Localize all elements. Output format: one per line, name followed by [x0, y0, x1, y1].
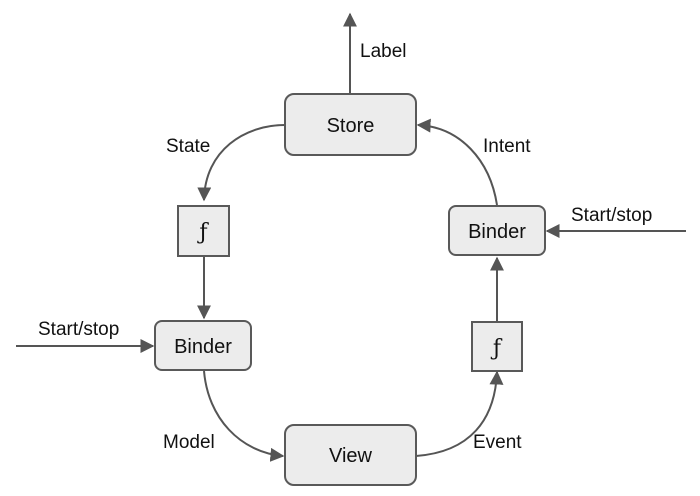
label-edge-label: Label	[360, 41, 407, 62]
model-arrow	[203, 370, 285, 462]
fn-left-node: ƒ	[177, 205, 230, 257]
binder-left-label: Binder	[174, 336, 232, 358]
state-edge-label: State	[166, 136, 210, 157]
fn-right-label: ƒ	[490, 336, 503, 361]
event-edge-label: Event	[473, 432, 522, 453]
store-node: Store	[284, 93, 417, 156]
intent-edge-label: Intent	[483, 136, 531, 157]
binder-right-node: Binder	[448, 205, 546, 256]
model-edge-label: Model	[163, 432, 215, 453]
binder-right-label: Binder	[468, 221, 526, 243]
start-stop-left-label: Start/stop	[38, 319, 119, 340]
view-label: View	[329, 445, 373, 467]
store-label: Store	[327, 115, 375, 137]
state-arrow	[197, 124, 286, 202]
start-stop-right-label: Start/stop	[571, 205, 652, 226]
view-node: View	[284, 424, 417, 486]
intent-arrow	[416, 118, 498, 206]
binder-left-node: Binder	[154, 320, 252, 371]
event-arrow	[415, 370, 504, 457]
fn-left-label: ƒ	[196, 220, 209, 245]
fn-right-node: ƒ	[471, 321, 523, 372]
